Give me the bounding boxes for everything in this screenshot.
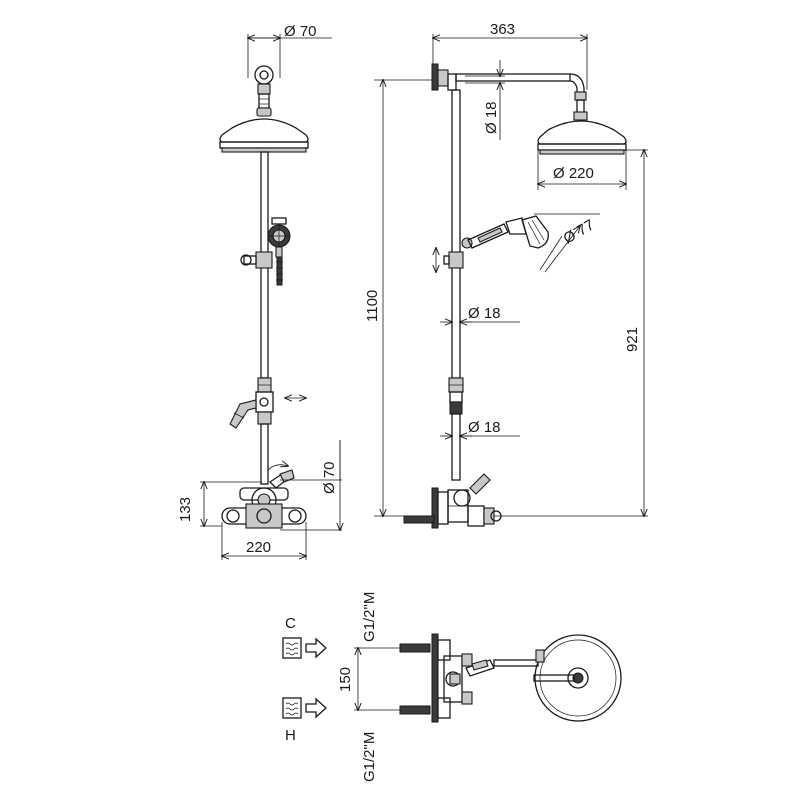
arm-projection-label: 363: [490, 21, 515, 38]
hot-label: H: [285, 727, 296, 744]
handset-diameter-label: Ø 77: [561, 216, 598, 247]
front-handset-assembly: [240, 217, 291, 286]
side-view: 363 1100 Ø 18: [364, 21, 648, 529]
side-shower-head: [537, 120, 627, 155]
arm-pipe-diameter-label: Ø 18: [483, 101, 500, 134]
overall-height-label: 1100: [364, 290, 381, 322]
front-valve-control-diameter-label: Ø 70: [321, 461, 338, 494]
hot-water-icon: [282, 697, 302, 719]
hot-arrow-icon: [305, 697, 327, 719]
head-height-label: 921: [624, 327, 641, 352]
cold-water-icon: [282, 637, 302, 659]
hot-thread-label: G1/2"M: [361, 732, 378, 782]
side-handset-assembly: [436, 215, 549, 272]
front-mount-diameter-label: Ø 70: [284, 23, 317, 40]
front-shower-head: [219, 118, 309, 153]
side-riser-pipe: [451, 89, 461, 381]
plan-valve-body: [431, 633, 539, 723]
head-diameter-label: Ø 220: [553, 165, 594, 182]
inlet-spacing-label: 150: [337, 667, 354, 692]
hot-inlet-pipe: [399, 705, 431, 715]
plan-view: C H G1/2"M G1/2"M 150: [282, 592, 622, 782]
front-thermostatic-valve: [221, 465, 307, 529]
front-view: Ø 70: [177, 23, 342, 560]
plan-shower-head: [533, 634, 622, 722]
front-valve-width-label: 220: [246, 539, 271, 556]
riser-diameter-label: Ø 18: [468, 305, 501, 322]
lower-pipe-diameter-label: Ø 18: [468, 419, 501, 436]
cold-arrow-icon: [305, 637, 327, 659]
side-diverter: [448, 377, 464, 481]
cold-label: C: [285, 615, 296, 632]
front-valve-height-label: 133: [177, 497, 194, 522]
cold-thread-label: G1/2"M: [361, 592, 378, 642]
side-shower-arm: [431, 63, 588, 121]
cold-inlet-pipe: [399, 643, 431, 653]
side-thermostatic-valve: [403, 473, 502, 529]
wall-mount-fitting: [254, 65, 274, 117]
front-diverter: [229, 377, 306, 429]
